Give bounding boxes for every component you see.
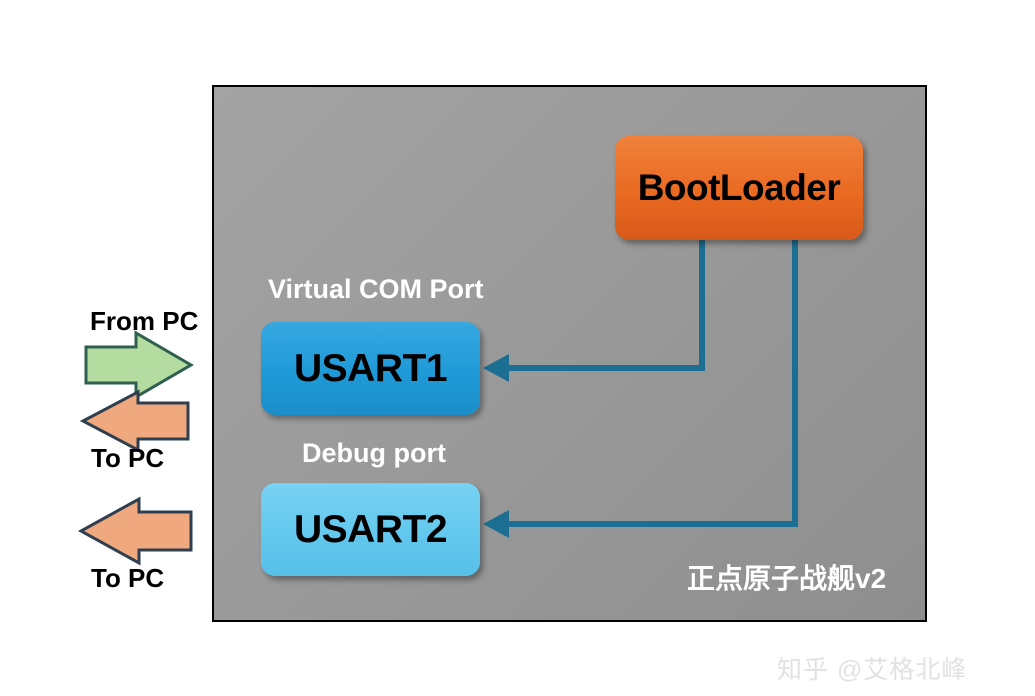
label-debug-port: Debug port (302, 438, 446, 468)
label-from-pc: From PC (90, 306, 199, 336)
node-usart2-label: USART2 (293, 507, 448, 551)
node-bootloader-label: BootLoader (637, 167, 841, 208)
node-usart1-label: USART1 (293, 346, 448, 390)
label-board-name: 正点原子战舰v2 (687, 563, 887, 594)
label-virtual-com-port: Virtual COM Port (268, 274, 484, 304)
node-bootloader[interactable]: BootLoader (615, 136, 863, 240)
label-to-pc-1: To PC (91, 443, 165, 473)
to-pc-arrow-icon-2 (77, 496, 193, 566)
label-to-pc-2: To PC (91, 563, 165, 593)
node-usart1[interactable]: USART1 (261, 322, 480, 415)
to-pc-arrow-icon-1 (79, 389, 190, 453)
watermark: 知乎 @艾格北峰 (777, 656, 968, 684)
from-pc-arrow-icon (84, 330, 194, 400)
node-usart2[interactable]: USART2 (261, 483, 480, 576)
